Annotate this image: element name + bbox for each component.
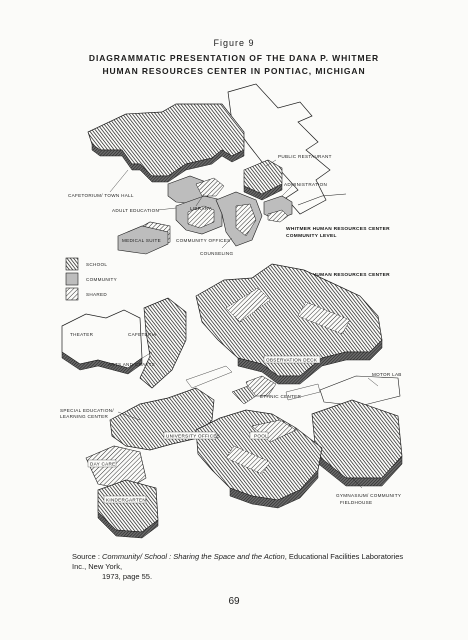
legend-community-label: COMMUNITY — [86, 277, 117, 282]
school-court-upper-left — [225, 287, 271, 323]
label-observation: OBSERVATION DECK — [266, 358, 318, 363]
label-arts-crafts: ARTS AND CRAFTS — [108, 362, 155, 367]
community-block-library — [195, 177, 225, 197]
community-block-offices-shared — [187, 205, 215, 229]
community-block-small — [267, 209, 289, 223]
school-lower-mass-wall — [229, 469, 319, 509]
school-kindergarten-wall — [97, 511, 159, 539]
community-mass-wall — [91, 143, 245, 183]
source-prefix: Source : — [72, 552, 103, 561]
source-rest: , Educational Facilities Laboratories In… — [72, 552, 404, 571]
label-library: LIBRARY — [190, 206, 212, 211]
label-adult-education: ADULT EDUCATION — [112, 208, 159, 213]
label-university-offices: UNIVERSITY OFFICES — [166, 434, 220, 439]
figure-number: Figure 9 — [213, 38, 255, 48]
label-community-offices: COMMUNITY OFFICES — [176, 238, 231, 243]
legend-shared-swatch — [65, 287, 79, 301]
community-ramp-line — [297, 193, 347, 206]
community-level-caption-1: WHITMER HUMAN RESOURCES CENTER — [286, 226, 390, 232]
label-kindergarten: KINDERGARTEN — [106, 498, 146, 503]
school-level-caption-1: WHITMER HUMAN RESOURCES CENTER — [286, 272, 390, 278]
label-ethnic-center: ETHNIC CENTER — [260, 394, 302, 399]
page-number: 69 — [228, 596, 240, 607]
label-administration: ADMINISTRATION — [284, 182, 327, 187]
school-level-plan — [61, 263, 403, 539]
source-line-2: 1973, page 55. — [102, 572, 153, 581]
label-special-ed-1: SPECIAL EDUCATION/ — [60, 408, 114, 413]
label-gymnasium-1: GYMNASIUM/ COMMUNITY — [336, 493, 401, 498]
legend-school-swatch — [65, 257, 79, 271]
label-medical-suite: MEDICAL SUITE — [122, 238, 161, 243]
school-centre-connector — [231, 385, 257, 405]
community-block-restaurant-wall — [243, 183, 283, 201]
school-cafeteria-wing — [139, 297, 187, 389]
school-day-care — [85, 445, 147, 491]
community-labels: PUBLIC RESTAURANT ADMINISTRATION CAFETOR… — [68, 154, 332, 256]
school-court-upper-right — [297, 301, 351, 335]
label-counseling: COUNSELING — [200, 251, 234, 256]
school-court-lower — [225, 445, 271, 475]
figure-title: DIAGRAMMATIC PRESENTATION OF THE DANA P.… — [0, 52, 468, 78]
label-cafetorium: CAFETORIUM/ TOWN HALL — [68, 193, 134, 198]
title-line-2: HUMAN RESOURCES CENTER IN PONTIAC, MICHI… — [102, 66, 366, 76]
label-motor-lab: MOTOR LAB — [372, 372, 402, 377]
school-theater — [61, 309, 143, 369]
label-cafeteria: CAFETERIA — [128, 332, 157, 337]
school-walkway-2 — [285, 383, 321, 401]
title-line-1: DIAGRAMMATIC PRESENTATION OF THE DANA P.… — [88, 53, 380, 63]
community-block-medical — [117, 225, 169, 255]
label-public-restaurant: PUBLIC RESTAURANT — [278, 154, 332, 159]
community-level-caption-2: COMMUNITY LEVEL — [286, 233, 337, 239]
community-block-counseling-shared — [235, 203, 257, 237]
label-special-ed-2: LEARNING CENTER — [60, 414, 109, 419]
school-fieldhouse-wall — [315, 453, 403, 487]
community-outline-north — [227, 83, 331, 215]
label-day-care: DAY CARE — [90, 462, 115, 467]
legend-shared-label: SHARED — [86, 292, 107, 297]
school-walkway-1 — [185, 365, 233, 389]
label-theater: THEATER — [70, 332, 94, 337]
community-level-plan — [87, 83, 347, 255]
source-title: Community/ School : Sharing the Space an… — [102, 552, 285, 561]
school-motor-lab — [319, 375, 401, 407]
school-labels: THEATER CAFETERIA ARTS AND CRAFTS OBSERV… — [60, 332, 402, 505]
community-school-mass — [87, 103, 245, 177]
legend-community-swatch — [65, 272, 79, 286]
label-gymnasium-2: FIELDHOUSE — [340, 500, 372, 505]
label-pool: POOL — [254, 434, 268, 439]
legend-school-label: SCHOOL — [86, 262, 107, 267]
school-theater-wall — [61, 351, 143, 375]
source-citation: Source : Community/ School : Sharing the… — [72, 552, 412, 582]
school-upper-mass-wall — [237, 339, 383, 385]
legend: SCHOOL COMMUNITY SHARED — [65, 257, 117, 301]
